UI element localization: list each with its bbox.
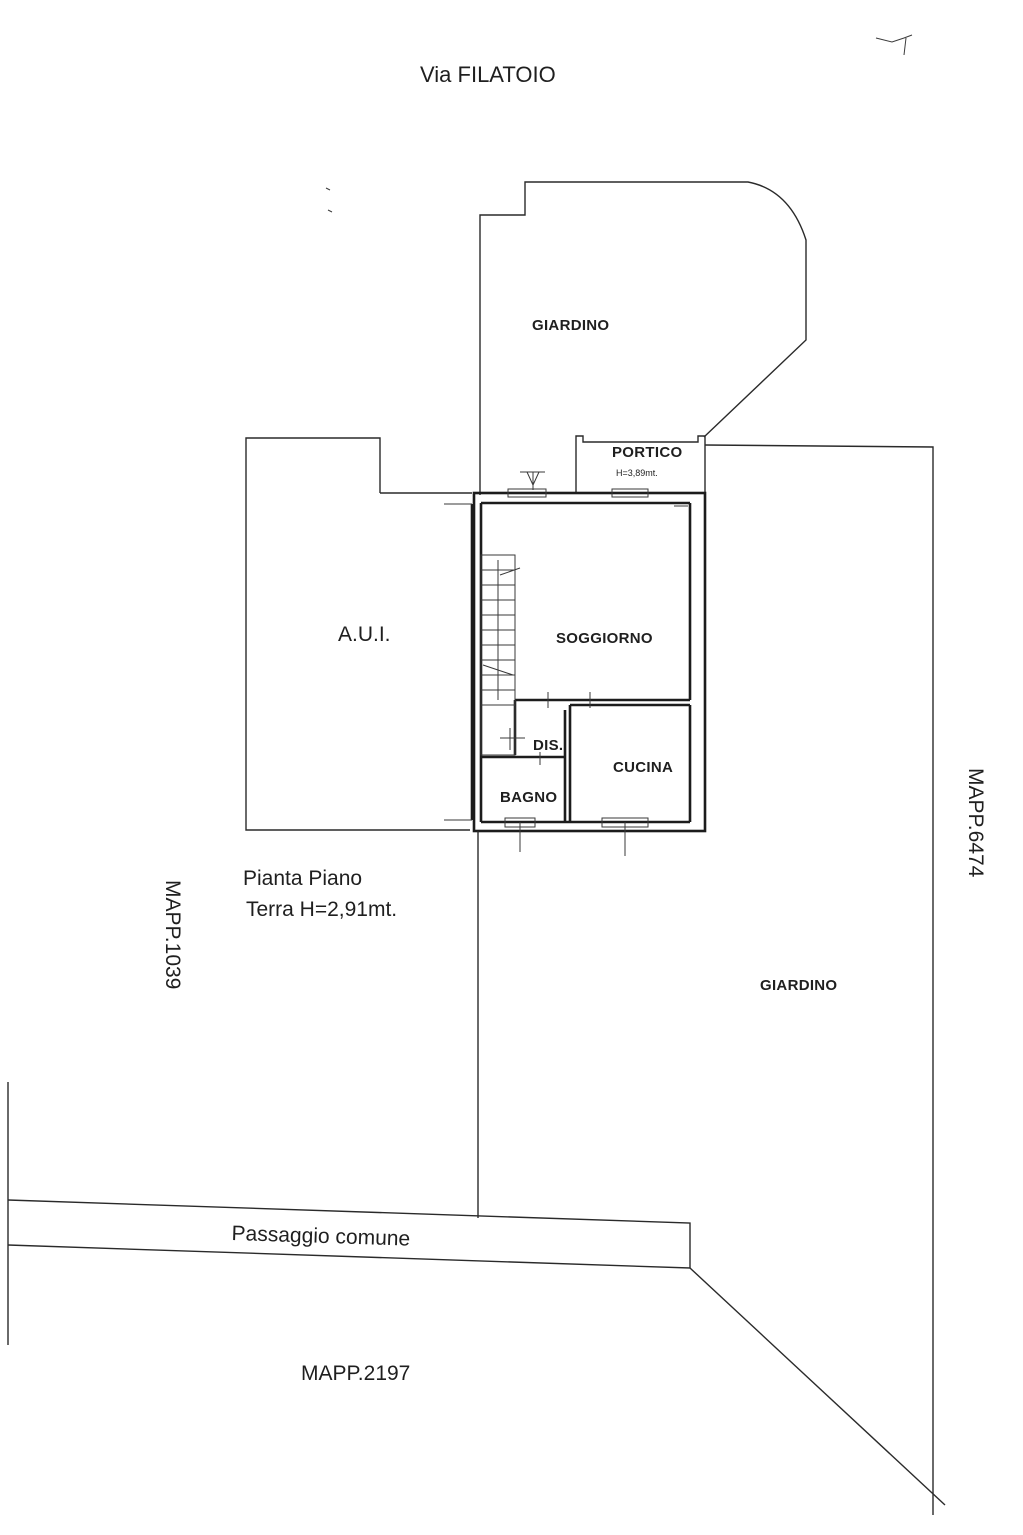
staircase bbox=[480, 554, 521, 756]
room-label-giardino-top: GIARDINO bbox=[532, 317, 610, 334]
parcel-label-left: MAPP.1039 bbox=[161, 880, 184, 990]
parcel-label-bottom: MAPP.2197 bbox=[301, 1362, 411, 1385]
room-label-portico: PORTICO bbox=[612, 444, 683, 461]
room-label-aui: A.U.I. bbox=[338, 623, 391, 646]
passage-outline bbox=[7, 1082, 946, 1506]
aui-outline bbox=[245, 437, 472, 831]
room-label-bagno: BAGNO bbox=[500, 789, 558, 806]
portico-outline bbox=[575, 435, 706, 493]
room-label-giardino-right: GIARDINO bbox=[760, 977, 838, 994]
portico-height: H=3,89mt. bbox=[616, 468, 658, 478]
room-label-cucina: CUCINA bbox=[613, 759, 674, 776]
room-label-soggiorno: SOGGIORNO bbox=[556, 630, 653, 647]
building-walls bbox=[444, 491, 707, 833]
openings bbox=[500, 471, 688, 856]
street-name: Via FILATOIO bbox=[420, 62, 556, 87]
plan-title-line1: Pianta Piano bbox=[243, 867, 363, 890]
right-parcel-boundary bbox=[704, 444, 934, 1515]
scan-marks bbox=[325, 34, 913, 213]
room-label-dis: DIS. bbox=[533, 737, 564, 754]
plan-title-line2: Terra H=2,91mt. bbox=[246, 898, 398, 921]
parcel-label-right: MAPP.6474 bbox=[964, 768, 987, 878]
garden-top-boundary bbox=[479, 181, 807, 495]
